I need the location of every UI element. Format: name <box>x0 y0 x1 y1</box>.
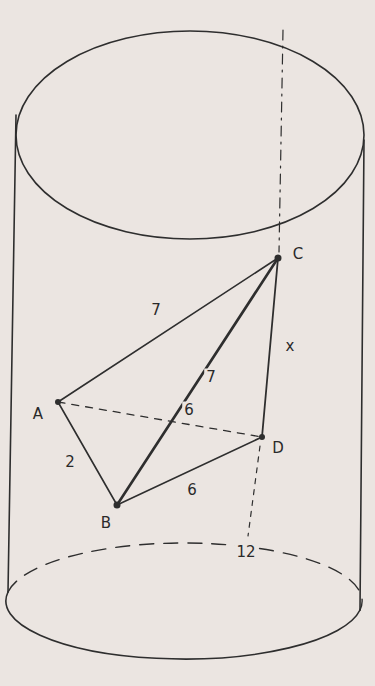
edge-line <box>58 258 278 402</box>
edge-line <box>117 258 278 505</box>
cylinder-side <box>8 115 16 592</box>
cylinder-bottom <box>6 592 360 659</box>
length-label: 6 <box>182 402 196 419</box>
length-label: 2 <box>63 454 77 471</box>
vertex-dot <box>275 255 282 262</box>
length-label: 6 <box>185 482 199 499</box>
edge-line <box>262 258 278 437</box>
length-label: 7 <box>204 369 218 386</box>
hidden-edge <box>58 402 262 437</box>
length-label: 7 <box>149 302 163 319</box>
vertex-label: D <box>270 440 286 457</box>
edge-line <box>117 437 262 505</box>
cylinder-side <box>360 140 364 610</box>
vertex-dot <box>55 399 61 405</box>
vertex-dot <box>259 434 265 440</box>
vertex-label: B <box>99 515 113 532</box>
axis-line <box>248 446 260 536</box>
vertex-label: C <box>291 246 305 263</box>
vertex-dot <box>114 502 121 509</box>
edge-line <box>58 402 117 505</box>
length-label: x <box>284 338 297 355</box>
cylinder-top <box>16 31 364 239</box>
vertex-label: A <box>31 406 45 423</box>
axis-line <box>279 30 283 252</box>
cylinder-bottom-hidden <box>8 543 362 610</box>
length-label: 12 <box>234 544 257 561</box>
